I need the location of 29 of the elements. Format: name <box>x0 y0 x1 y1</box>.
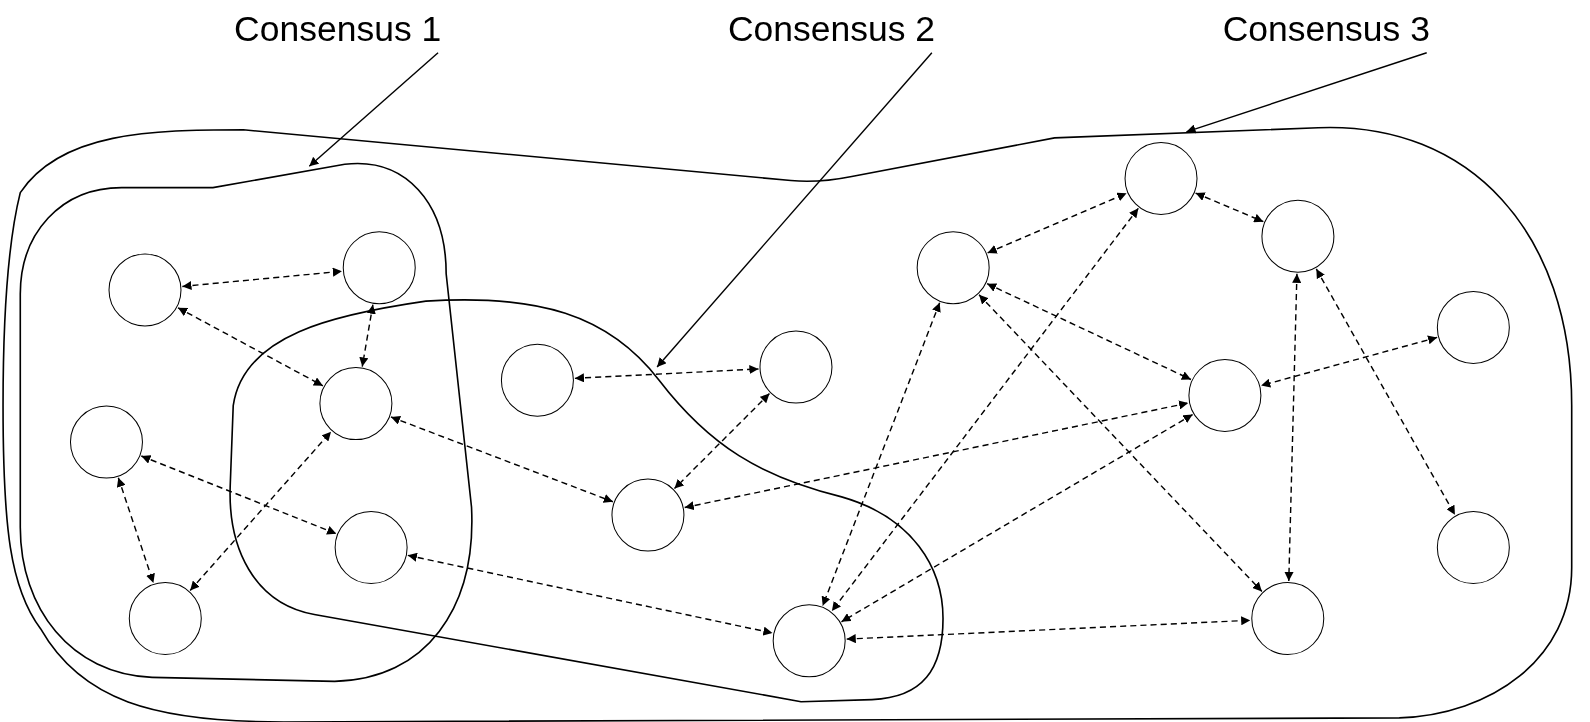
group-label: Consensus 2 <box>727 6 936 51</box>
dashed-arrow <box>359 303 376 368</box>
dashed-arrow <box>189 430 332 592</box>
group-label: Consensus 1 <box>234 6 442 51</box>
dashed-arrow <box>821 302 941 607</box>
dashed-arrow <box>1260 335 1438 388</box>
dashed-arrow <box>390 415 614 503</box>
dashed-arrow <box>574 364 760 383</box>
dashed-arrow <box>978 294 1263 593</box>
dashed-arrow <box>407 552 774 636</box>
dashed-arrow <box>986 192 1128 254</box>
dashed-arrow <box>845 616 1251 644</box>
dashed-arrow <box>673 392 771 490</box>
leader-line <box>308 52 439 167</box>
leader-line <box>1185 52 1428 134</box>
dashed-arrow <box>177 307 324 387</box>
dashed-arrow <box>1194 192 1265 223</box>
dashed-arrow <box>683 400 1189 511</box>
group-label: Consensus 3 <box>1222 6 1430 51</box>
dashed-arrow <box>840 413 1194 623</box>
dashed-arrow <box>1315 268 1456 516</box>
dashed-arrow <box>116 477 155 584</box>
dashed-arrow <box>140 455 337 535</box>
node-circle <box>1124 141 1198 215</box>
dashed-arrow <box>986 282 1192 381</box>
dashed-arrow <box>1284 273 1302 582</box>
leader-line <box>656 52 933 368</box>
dashed-arrow <box>831 207 1139 612</box>
dashed-arrow <box>181 267 343 291</box>
